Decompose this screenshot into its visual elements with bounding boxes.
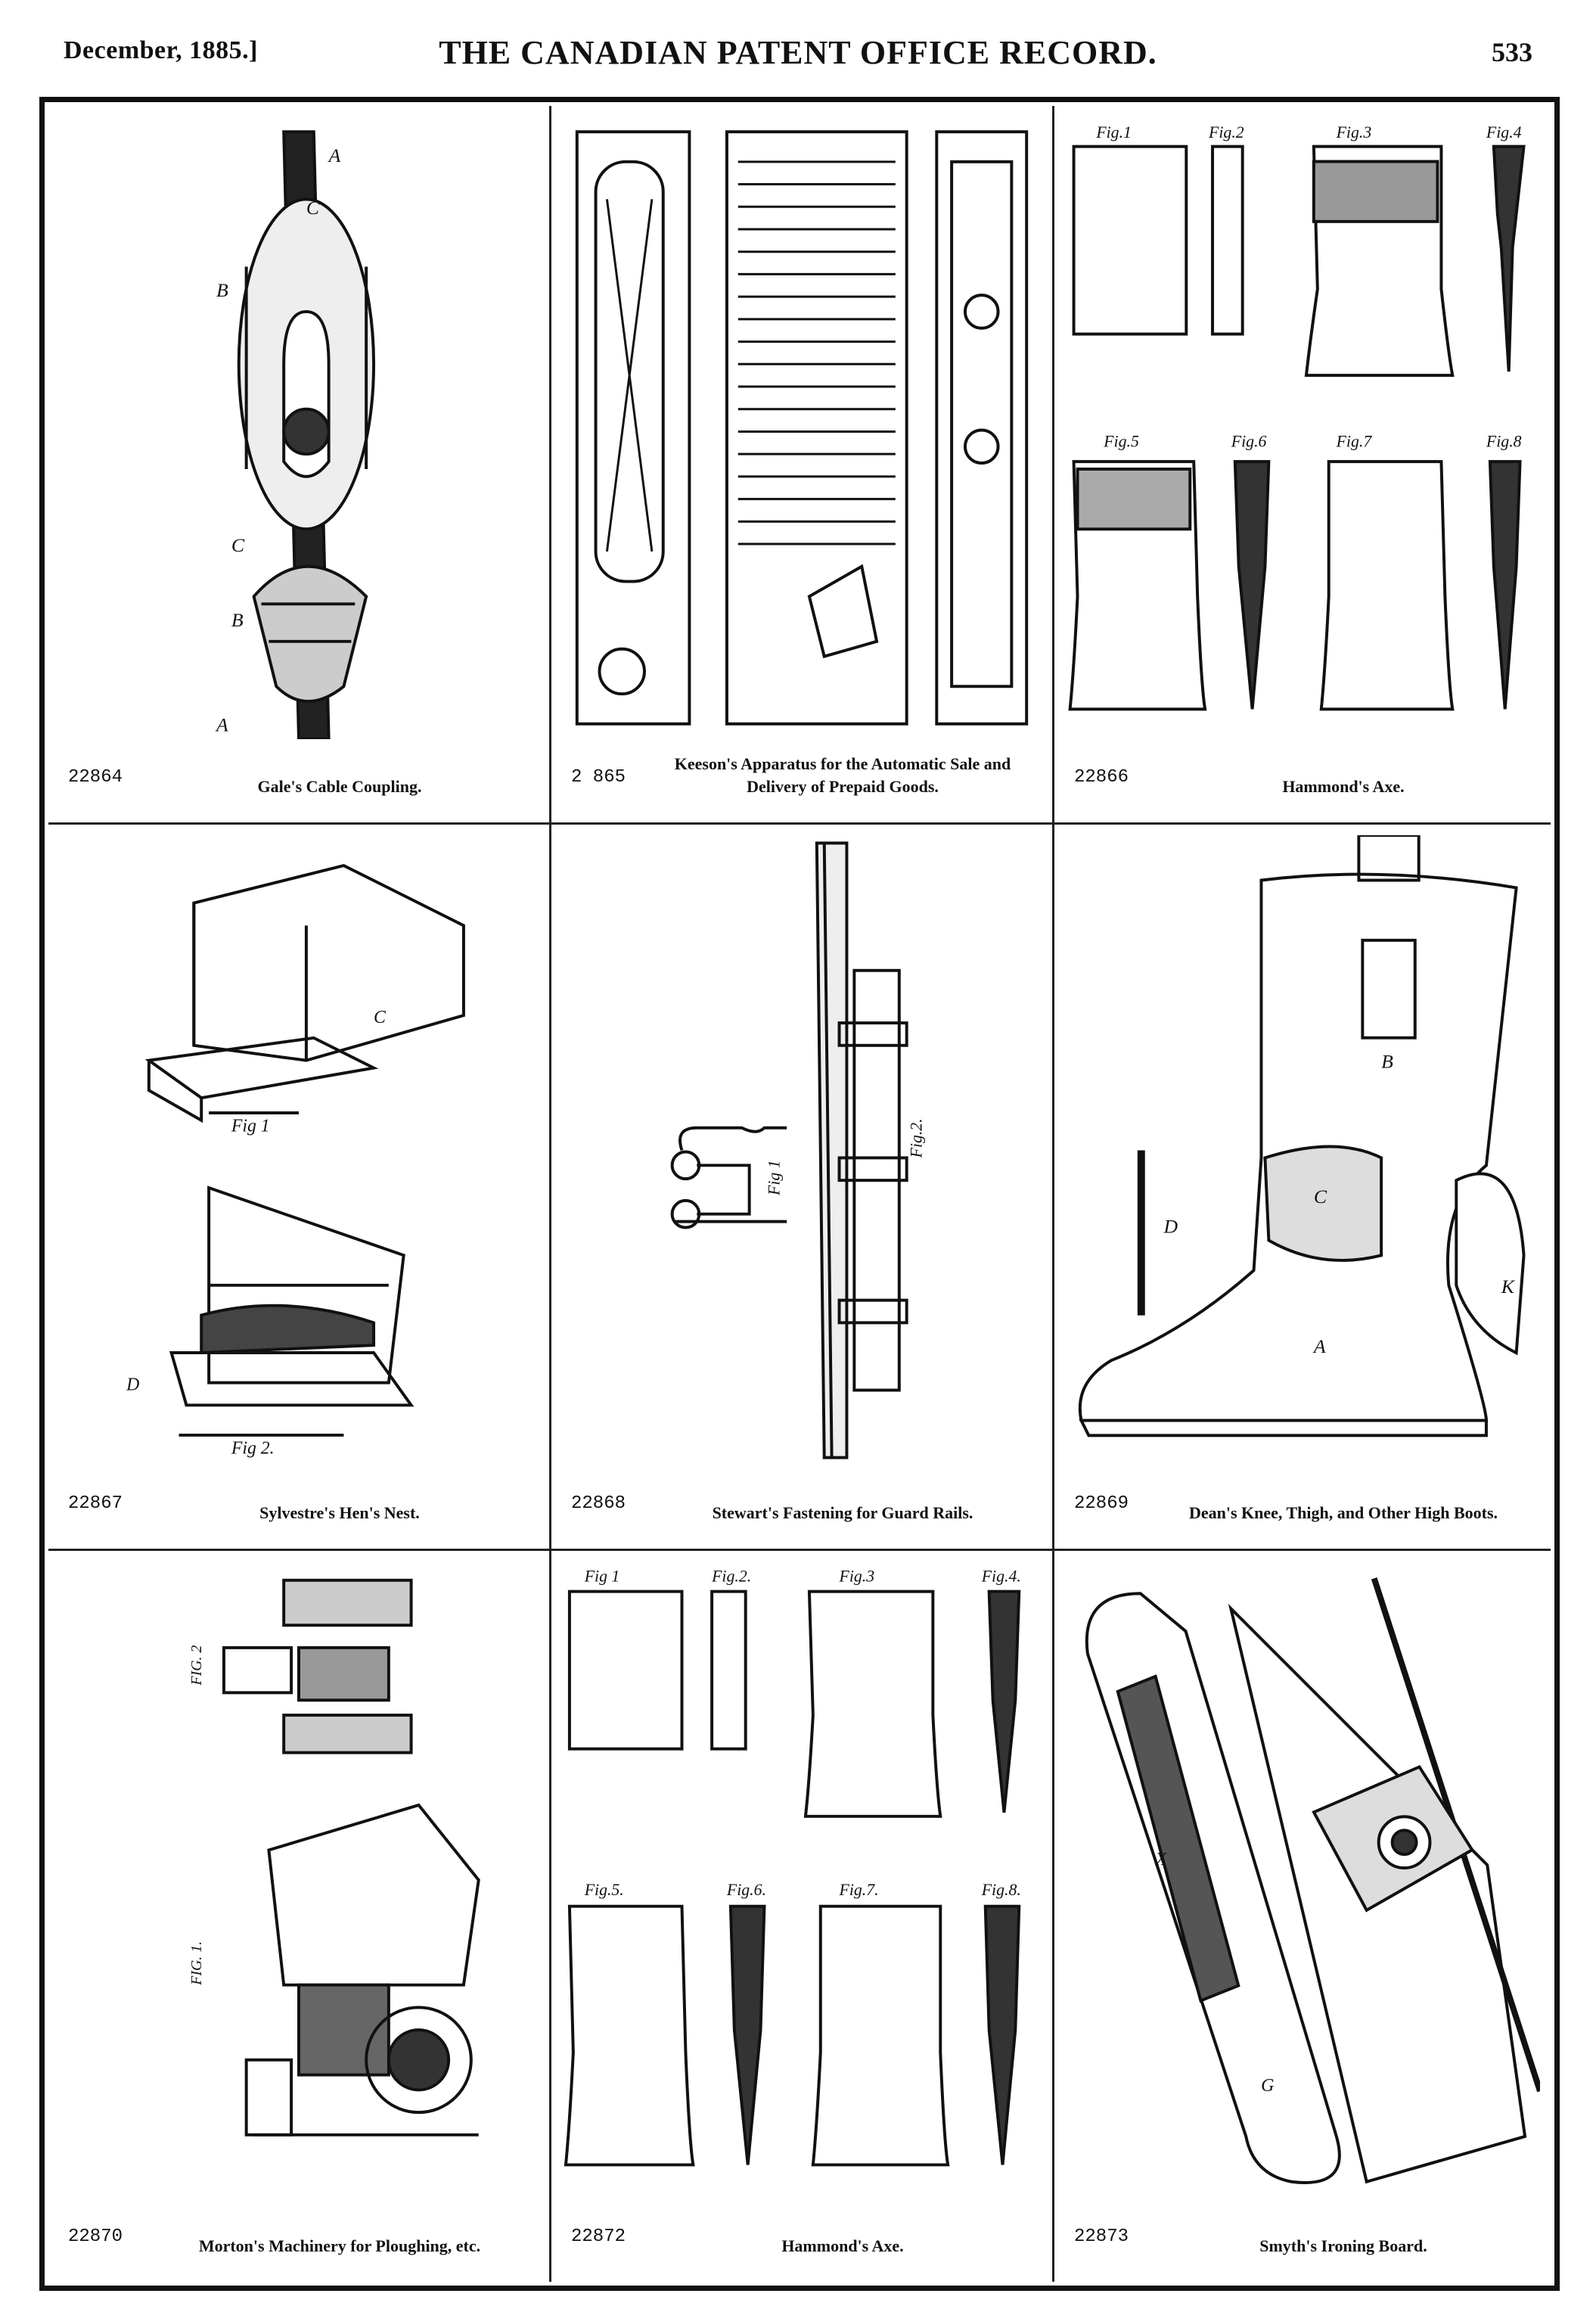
patent-cell-ploughing-machinery: FIG. 2 FIG. 1. 22870 Morton's Machinery … xyxy=(48,1551,551,2282)
page-header: December, 1885.] THE CANADIAN PATENT OFF… xyxy=(0,0,1596,83)
cable-coupling-drawing: A B C C B A xyxy=(59,117,539,739)
header-title: THE CANADIAN PATENT OFFICE RECORD. xyxy=(439,34,1157,71)
patent-title: Smyth's Ironing Board. xyxy=(1259,2236,1427,2255)
patent-caption: 22864 Gale's Cable Coupling. xyxy=(62,750,539,810)
patent-cell-axe-b: Fig 1 Fig.2. Fig.3 Fig.4. Fig.5. Fig.6. … xyxy=(551,1551,1054,2282)
hens-nest-drawing: Fig 1 Fig 2. C D xyxy=(59,835,539,1465)
patent-caption: 22873 Smyth's Ironing Board. xyxy=(1068,2209,1540,2270)
patent-plate-grid: A B C C B A 22864 Gale's Cable Coupling. xyxy=(48,106,1551,2282)
svg-text:C: C xyxy=(1314,1186,1327,1207)
patent-number: 2 865 xyxy=(571,767,626,788)
patent-number: 22866 xyxy=(1074,767,1129,788)
fig-label: Fig 1 xyxy=(765,1160,783,1196)
svg-text:K: K xyxy=(1501,1276,1516,1297)
fig-label: Fig 2. xyxy=(231,1439,275,1459)
svg-text:D: D xyxy=(126,1375,139,1395)
patent-number: 22872 xyxy=(571,2227,626,2247)
high-boots-drawing: B C A D K xyxy=(1065,835,1540,1465)
svg-text:B: B xyxy=(216,279,228,301)
patent-title: Sylvestre's Hen's Nest. xyxy=(259,1503,420,1522)
page-number: 533 xyxy=(1492,37,1532,67)
fig-label: Fig.6. xyxy=(726,1881,766,1899)
ploughing-machinery-drawing: FIG. 2 FIG. 1. xyxy=(59,1562,539,2199)
svg-text:C: C xyxy=(231,534,245,556)
plate-frame xyxy=(39,97,1560,2291)
svg-text:C: C xyxy=(306,197,320,219)
patent-cell-vending-apparatus: 2 865 Keeson's Apparatus for the Automat… xyxy=(551,106,1054,825)
patent-caption: 22868 Stewart's Fastening for Guard Rail… xyxy=(565,1476,1042,1537)
patent-caption: 22870 Morton's Machinery for Ploughing, … xyxy=(62,2209,539,2270)
svg-text:X: X xyxy=(1155,1850,1168,1869)
fig-label: Fig 1 xyxy=(231,1117,270,1136)
svg-text:A: A xyxy=(215,714,228,736)
patent-title: Hammond's Axe. xyxy=(781,2236,904,2255)
guard-rail-drawing: Fig 1 Fig.2. xyxy=(562,835,1042,1465)
fig-label: Fig.2. xyxy=(908,1118,926,1158)
patent-cell-guard-rail: Fig 1 Fig.2. 22868 Stewart's Fastening f… xyxy=(551,825,1054,1551)
patent-number: 22868 xyxy=(571,1493,626,1514)
patent-caption: 2 865 Keeson's Apparatus for the Automat… xyxy=(565,750,1042,810)
patent-number: 22867 xyxy=(68,1493,123,1514)
patent-title: Hammond's Axe. xyxy=(1282,777,1405,796)
patent-caption: 22867 Sylvestre's Hen's Nest. xyxy=(62,1476,539,1537)
fig-label: FIG. 1. xyxy=(188,1941,205,1986)
svg-text:B: B xyxy=(231,609,244,631)
axe-a-drawing: Fig.1 Fig.2 Fig.3 Fig.4 Fig.5 Fig.6 Fig.… xyxy=(1065,117,1540,739)
vending-apparatus-drawing xyxy=(562,117,1042,739)
patent-title: Keeson's Apparatus for the Automatic Sal… xyxy=(674,754,1011,796)
fig-label: Fig.4. xyxy=(981,1568,1021,1586)
patent-number: 22864 xyxy=(68,767,123,788)
fig-label: Fig.3 xyxy=(1336,123,1372,141)
fig-label: Fig.5. xyxy=(584,1881,624,1899)
patent-cell-hens-nest: Fig 1 Fig 2. C D 22867 Sylvestre's Hen's … xyxy=(48,825,551,1551)
svg-text:C: C xyxy=(374,1008,387,1027)
patent-cell-high-boots: B C A D K 22869 Dean's Knee, Thigh, and Oth… xyxy=(1054,825,1551,1551)
patent-number: 22873 xyxy=(1074,2227,1129,2247)
patent-title: Gale's Cable Coupling. xyxy=(257,777,422,796)
fig-label: Fig.3 xyxy=(839,1568,875,1586)
patent-number: 22870 xyxy=(68,2227,123,2247)
axe-b-drawing: Fig 1 Fig.2. Fig.3 Fig.4. Fig.5. Fig.6. … xyxy=(562,1562,1042,2199)
fig-label: Fig.5 xyxy=(1103,432,1139,450)
fig-label: Fig.6 xyxy=(1231,432,1267,450)
fig-label: Fig.7 xyxy=(1336,432,1373,450)
fig-label: FIG. 2 xyxy=(188,1646,205,1686)
patent-caption: 22872 Hammond's Axe. xyxy=(565,2209,1042,2270)
svg-text:A: A xyxy=(328,145,341,166)
fig-label: Fig.4 xyxy=(1486,123,1522,141)
fig-label: Fig.7. xyxy=(839,1881,879,1899)
fig-label: Fig.2. xyxy=(711,1568,751,1586)
patent-cell-axe-a: Fig.1 Fig.2 Fig.3 Fig.4 Fig.5 Fig.6 Fig.… xyxy=(1054,106,1551,825)
fig-label: Fig.1 xyxy=(1095,123,1132,141)
patent-title: Stewart's Fastening for Guard Rails. xyxy=(712,1503,973,1522)
patent-caption: 22869 Dean's Knee, Thigh, and Other High… xyxy=(1068,1476,1540,1537)
fig-label: Fig.2 xyxy=(1208,123,1244,141)
svg-text:G: G xyxy=(1261,2076,1274,2096)
svg-text:D: D xyxy=(1163,1216,1178,1238)
fig-label: Fig.8. xyxy=(981,1881,1021,1899)
svg-text:B: B xyxy=(1381,1050,1393,1072)
header-date: December, 1885.] xyxy=(64,36,258,64)
fig-label: Fig 1 xyxy=(584,1568,620,1586)
patent-caption: 22866 Hammond's Axe. xyxy=(1068,750,1540,810)
patent-number: 22869 xyxy=(1074,1493,1129,1514)
fig-label: Fig.8 xyxy=(1486,432,1522,450)
svg-text:A: A xyxy=(1312,1335,1326,1357)
patent-title: Dean's Knee, Thigh, and Other High Boots… xyxy=(1188,1503,1498,1522)
patent-title: Morton's Machinery for Ploughing, etc. xyxy=(198,2236,481,2255)
patent-cell-cable-coupling: A B C C B A 22864 Gale's Cable Coupling. xyxy=(48,106,551,825)
